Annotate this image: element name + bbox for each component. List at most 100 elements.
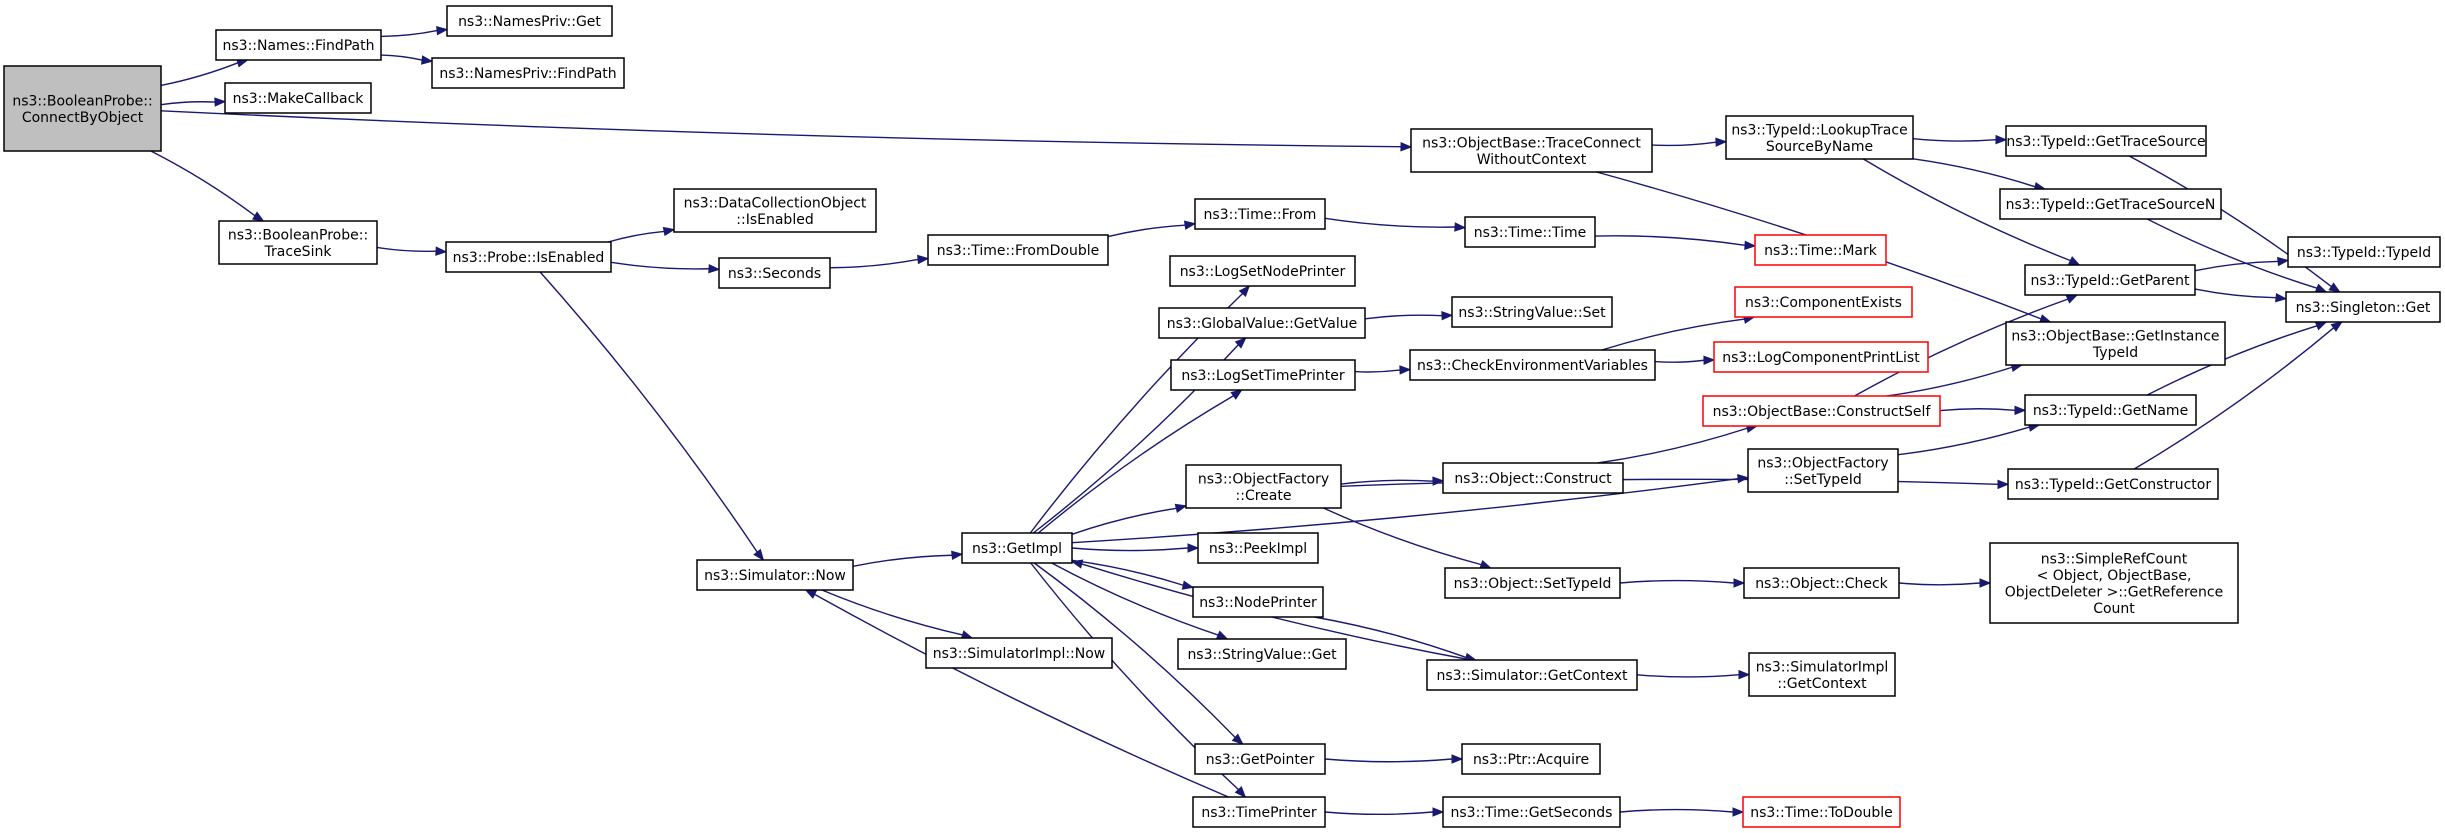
node-box[interactable] — [1461, 743, 1601, 775]
node-box[interactable] — [2007, 468, 2219, 500]
node-box[interactable] — [1170, 359, 1356, 391]
node-typeid-getconstructor[interactable]: ns3::TypeId::GetConstructor — [2007, 468, 2219, 500]
node-simulatorimpl-now[interactable]: ns3::SimulatorImpl::Now — [925, 637, 1113, 669]
node-box[interactable] — [961, 532, 1073, 564]
node-box[interactable] — [3, 65, 162, 152]
node-box[interactable] — [2287, 236, 2441, 268]
node-namespriv-findpath[interactable]: ns3::NamesPriv::FindPath — [431, 57, 625, 89]
node-checkenvvars[interactable]: ns3::CheckEnvironmentVariables — [1409, 349, 1656, 381]
node-simplerefcount[interactable]: ns3::SimpleRefCount< Object, ObjectBase,… — [1989, 542, 2239, 624]
node-box[interactable] — [1442, 462, 1624, 494]
node-box[interactable] — [1743, 567, 1900, 599]
node-box[interactable] — [1464, 216, 1596, 248]
node-ob-constructself[interactable]: ns3::ObjectBase::ConstructSelf — [1702, 395, 1941, 427]
node-simulatorimpl-getcontext[interactable]: ns3::SimulatorImpl::GetContext — [1748, 652, 1896, 697]
node-box[interactable] — [1185, 464, 1342, 509]
node-time-time[interactable]: ns3::Time::Time — [1464, 216, 1596, 248]
node-box[interactable] — [218, 220, 378, 265]
node-box[interactable] — [1192, 586, 1324, 618]
node-logcomponentprintlist[interactable]: ns3::LogComponentPrintList — [1713, 341, 1929, 373]
node-box[interactable] — [925, 637, 1113, 669]
node-box[interactable] — [2285, 291, 2441, 323]
node-timeprinter[interactable]: ns3::TimePrinter — [1192, 796, 1326, 828]
node-box[interactable] — [1754, 234, 1887, 266]
node-typeid-getparent[interactable]: ns3::TypeId::GetParent — [2024, 264, 2196, 296]
node-box[interactable] — [446, 5, 613, 37]
node-box[interactable] — [1748, 652, 1896, 697]
node-box[interactable] — [1451, 296, 1613, 328]
node-namespriv-get[interactable]: ns3::NamesPriv::Get — [446, 5, 613, 37]
node-stringvalue-set[interactable]: ns3::StringValue::Set — [1451, 296, 1613, 328]
node-box[interactable] — [431, 57, 625, 89]
node-box[interactable] — [2005, 321, 2226, 366]
node-box[interactable] — [2005, 125, 2207, 157]
node-box[interactable] — [1177, 638, 1347, 670]
node-box[interactable] — [1989, 542, 2239, 624]
node-nodeprinter[interactable]: ns3::NodePrinter — [1192, 586, 1324, 618]
node-box[interactable] — [1426, 659, 1638, 691]
node-box[interactable] — [215, 29, 382, 61]
node-singleton-get[interactable]: ns3::Singleton::Get — [2285, 291, 2441, 323]
node-simulator-now[interactable]: ns3::Simulator::Now — [696, 559, 854, 591]
node-ptr-acquire[interactable]: ns3::Ptr::Acquire — [1461, 743, 1601, 775]
node-box[interactable] — [1192, 796, 1326, 828]
node-componentexists[interactable]: ns3::ComponentExists — [1734, 286, 1913, 318]
node-box[interactable] — [1702, 395, 1941, 427]
node-simulator-getcontext[interactable]: ns3::Simulator::GetContext — [1426, 659, 1638, 691]
node-box[interactable] — [927, 234, 1109, 266]
node-stringvalue-get[interactable]: ns3::StringValue::Get — [1177, 638, 1347, 670]
node-time-mark[interactable]: ns3::Time::Mark — [1754, 234, 1887, 266]
node-box[interactable] — [718, 257, 831, 289]
node-ob-traceconnect[interactable]: ns3::ObjectBase::TraceConnectWithoutCont… — [1410, 128, 1653, 173]
node-box[interactable] — [1442, 796, 1621, 828]
node-box[interactable] — [1444, 567, 1621, 599]
node-object-construct[interactable]: ns3::Object::Construct — [1442, 462, 1624, 494]
node-box[interactable] — [224, 82, 372, 114]
node-typeid-gettracesourcen[interactable]: ns3::TypeId::GetTraceSourceN — [1999, 188, 2222, 220]
node-logsetnodeprinter[interactable]: ns3::LogSetNodePrinter — [1169, 255, 1356, 287]
node-logsettimeprinter[interactable]: ns3::LogSetTimePrinter — [1170, 359, 1356, 391]
node-object-settypeid[interactable]: ns3::Object::SetTypeId — [1444, 567, 1621, 599]
node-box[interactable] — [1734, 286, 1913, 318]
node-box[interactable] — [1747, 448, 1899, 493]
node-probe-isenabled[interactable]: ns3::Probe::IsEnabled — [445, 241, 612, 273]
node-box[interactable] — [1158, 307, 1366, 339]
node-box[interactable] — [445, 241, 612, 273]
node-box[interactable] — [1725, 115, 1914, 160]
node-time-todouble[interactable]: ns3::Time::ToDouble — [1742, 796, 1901, 828]
node-getimpl[interactable]: ns3::GetImpl — [961, 532, 1073, 564]
node-seconds[interactable]: ns3::Seconds — [718, 257, 831, 289]
node-box[interactable] — [1194, 743, 1326, 775]
node-box[interactable] — [1713, 341, 1929, 373]
node-box[interactable] — [1197, 532, 1319, 564]
node-typeid-gettracesource[interactable]: ns3::TypeId::GetTraceSource — [2005, 125, 2207, 157]
node-box[interactable] — [1999, 188, 2222, 220]
node-peekimpl[interactable]: ns3::PeekImpl — [1197, 532, 1319, 564]
node-globalvalue-getvalue[interactable]: ns3::GlobalValue::GetValue — [1158, 307, 1366, 339]
node-box[interactable] — [2024, 264, 2196, 296]
node-box[interactable] — [1742, 796, 1901, 828]
node-of-settypeid[interactable]: ns3::ObjectFactory::SetTypeId — [1747, 448, 1899, 493]
node-time-getseconds[interactable]: ns3::Time::GetSeconds — [1442, 796, 1621, 828]
node-time-fromdouble[interactable]: ns3::Time::FromDouble — [927, 234, 1109, 266]
node-box[interactable] — [673, 188, 877, 233]
node-of-create[interactable]: ns3::ObjectFactory::Create — [1185, 464, 1342, 509]
node-object-check[interactable]: ns3::Object::Check — [1743, 567, 1900, 599]
node-names-findpath[interactable]: ns3::Names::FindPath — [215, 29, 382, 61]
node-box[interactable] — [1194, 198, 1326, 230]
node-box[interactable] — [1409, 349, 1656, 381]
node-typeid-typeid[interactable]: ns3::TypeId::TypeId — [2287, 236, 2441, 268]
node-makecallback[interactable]: ns3::MakeCallback — [224, 82, 372, 114]
node-bp-tracesink[interactable]: ns3::BooleanProbe::TraceSink — [218, 220, 378, 265]
node-typeid-getname[interactable]: ns3::TypeId::GetName — [2024, 394, 2197, 426]
node-getpointer[interactable]: ns3::GetPointer — [1194, 743, 1326, 775]
node-box[interactable] — [1169, 255, 1356, 287]
node-box[interactable] — [1410, 128, 1653, 173]
node-root[interactable]: ns3::BooleanProbe::ConnectByObject — [3, 65, 162, 152]
node-box[interactable] — [2024, 394, 2197, 426]
node-dco-isenabled[interactable]: ns3::DataCollectionObject::IsEnabled — [673, 188, 877, 233]
node-box[interactable] — [696, 559, 854, 591]
node-time-from[interactable]: ns3::Time::From — [1194, 198, 1326, 230]
